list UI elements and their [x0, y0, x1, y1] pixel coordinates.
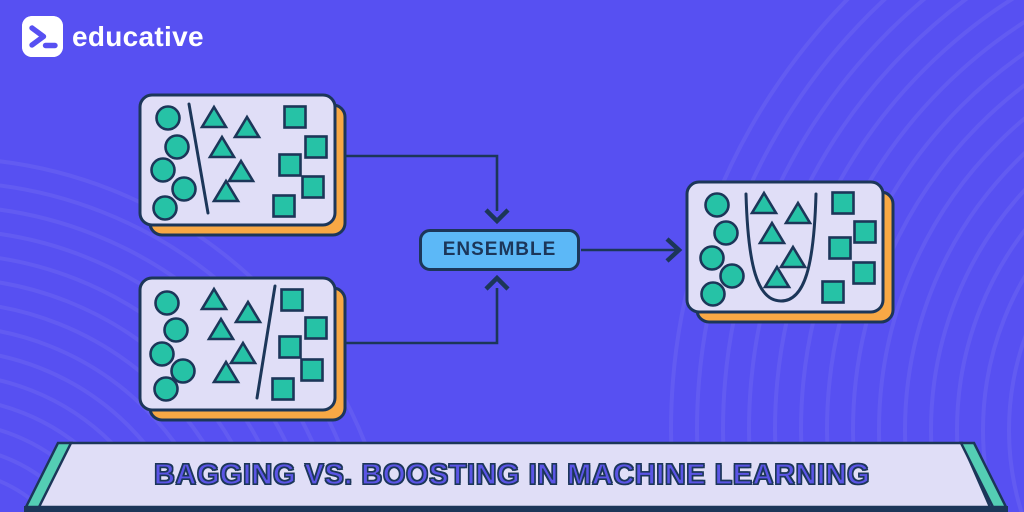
educative-logo: educative: [22, 16, 204, 57]
dataset-card-top: [138, 93, 347, 237]
triangle-shapes: [199, 286, 263, 384]
circle-shapes: [150, 105, 197, 221]
triangle-shapes: [749, 190, 813, 289]
separator-line: [255, 284, 277, 400]
connector-bottom-card-to-ensemble: [343, 274, 510, 345]
page-title: BAGGING VS. BOOSTING IN MACHINE LEARNING: [153, 458, 871, 491]
logo-wordmark: educative: [72, 21, 204, 52]
arrowhead-down-icon: [484, 208, 510, 225]
terminal-prompt-icon: [22, 16, 63, 57]
square-shapes: [821, 191, 877, 304]
square-shapes: [271, 288, 328, 401]
ensemble-box: ENSEMBLE: [419, 229, 580, 271]
dataset-card-bottom: [138, 276, 347, 422]
connector-top-card-to-ensemble: [345, 154, 510, 225]
separator-line: [187, 102, 210, 215]
circle-shapes: [699, 192, 745, 307]
arrowhead-right-icon: [665, 237, 683, 263]
connector-ensemble-to-output: [581, 237, 683, 263]
u-curve-separator: [744, 192, 818, 303]
triangle-shapes: [199, 104, 262, 203]
circle-shapes: [149, 290, 196, 402]
arrowhead-up-icon: [484, 274, 510, 291]
output-card: [685, 180, 895, 324]
square-shapes: [272, 105, 328, 218]
